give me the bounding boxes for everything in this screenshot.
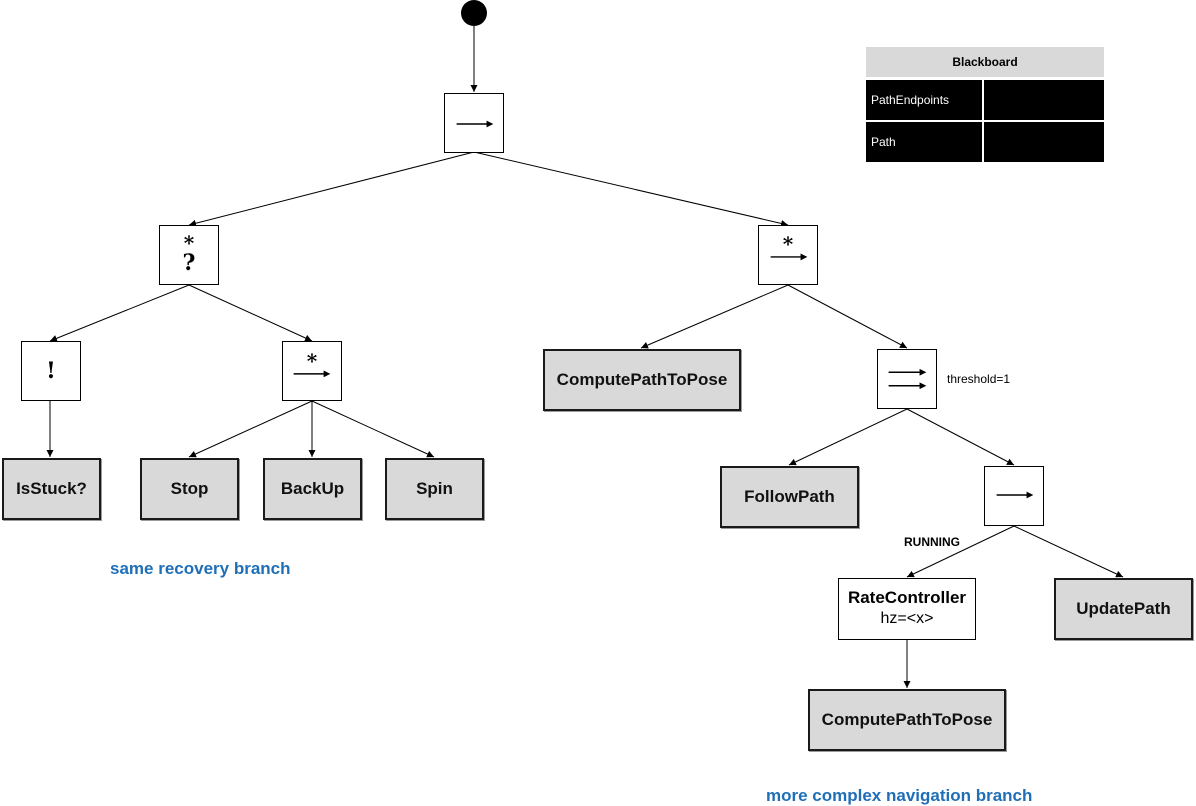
edge-fallback-recovery [188,284,313,342]
sequence-arrow-icon [770,253,808,261]
blackboard-value [984,80,1104,120]
blackboard-row: PathEndpoints [866,78,1104,120]
blackboard-table: Blackboard PathEndpoints Path [866,47,1104,162]
recovery-branch-caption: same recovery branch [110,559,291,578]
running-status-label: RUNNING [904,535,960,549]
rate-controller-title: RateController [847,588,967,607]
edge-navseq-computepath [640,284,789,349]
blackboard-value [984,122,1104,162]
edge-parallel-followpath [788,408,908,466]
edge-innerseq-updatepath [1013,525,1124,578]
blackboard-row: Path [866,120,1104,162]
inverter-node: ! [21,341,81,401]
fallback-question-symbol: ? [182,250,196,276]
compute-path-to-pose-action-rate-limited: ComputePathToPose [808,689,1006,751]
edge-root-fallback [188,151,475,227]
root-sequence-node [444,93,504,153]
edge-recovery-stop [188,400,313,458]
inner-sequence-node [984,466,1044,526]
edge-fallback-inverter [49,284,190,342]
retry-star-symbol: * [183,231,195,255]
edge-recovery-spin [311,400,435,458]
blackboard-key: PathEndpoints [866,80,984,120]
blackboard-header: Blackboard [866,47,1104,78]
edge-root-navseq [473,151,789,227]
navigation-branch-caption: more complex navigation branch [766,786,1033,805]
parallel-node [877,349,937,409]
recovery-star-symbol: * [306,349,318,373]
sequence-arrow-icon [996,491,1034,499]
edge-innerseq-ratecontroller [906,525,1015,578]
sequence-arrow-icon [293,370,331,378]
blackboard-key: Path [866,122,984,162]
backup-action: BackUp [263,458,362,520]
parallel-arrows-icon [888,368,927,390]
blackboard-title: Blackboard [952,55,1018,69]
follow-path-action: FollowPath [720,466,859,528]
parallel-threshold-label: threshold=1 [947,372,1011,386]
is-stuck-condition: IsStuck? [2,458,101,520]
edge-parallel-innerseq [906,408,1015,466]
rate-controller-node: RateController hz=<x> [838,578,976,640]
stop-action: Stop [140,458,239,520]
recovery-fallback-node: * ? [159,225,219,285]
update-path-action: UpdatePath [1054,578,1193,640]
navigation-sequence-node: * [758,225,818,285]
edge-navseq-parallel [787,284,908,349]
compute-path-to-pose-action: ComputePathToPose [543,349,741,411]
inverter-symbol: ! [46,358,56,384]
spin-action: Spin [385,458,484,520]
sequence-arrow-icon [456,120,494,128]
start-node [461,0,487,26]
recovery-sequence-node: * [282,341,342,401]
nav-star-symbol: * [782,232,794,256]
rate-controller-param: hz=<x> [880,610,934,627]
